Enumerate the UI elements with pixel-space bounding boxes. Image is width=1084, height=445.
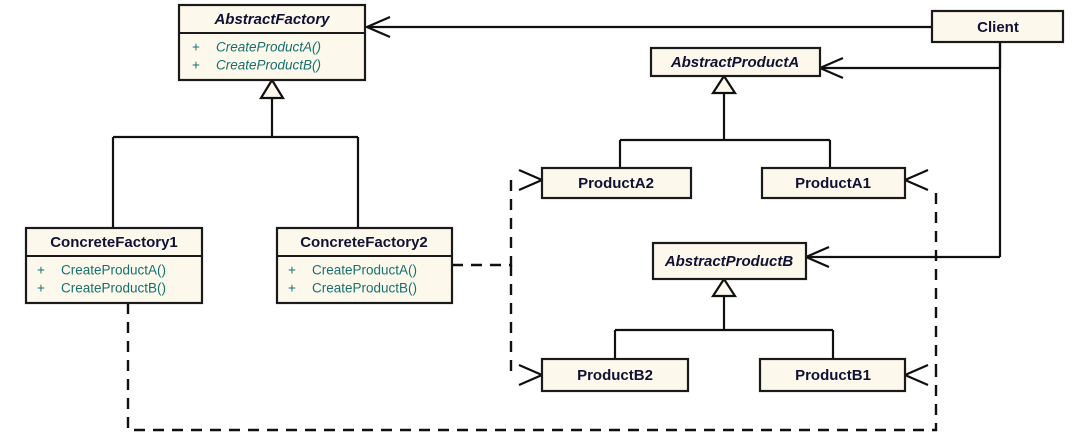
generalization-factories[interactable] — [111, 77, 360, 228]
operation-visibility: + — [37, 281, 45, 296]
class-title-product-a2: ProductA2 — [578, 175, 654, 192]
operation-signature: CreateProductB() — [312, 281, 417, 296]
operation-visibility: + — [288, 281, 296, 296]
connector-layer — [111, 15, 1002, 432]
operation-visibility: + — [37, 263, 45, 278]
class-title-concrete-factory-2: ConcreteFactory2 — [300, 234, 428, 251]
class-product-a1[interactable]: ProductA1 — [760, 166, 907, 200]
class-title-abstract-product-a: AbstractProductA — [670, 54, 799, 71]
class-title-product-a1: ProductA1 — [795, 175, 871, 192]
generalization-product-b[interactable] — [613, 276, 835, 359]
class-abstract-factory[interactable]: AbstractFactory + CreateProductA() + Cre… — [177, 3, 367, 82]
operation-visibility: + — [288, 263, 296, 278]
class-title-product-b1: ProductB1 — [795, 367, 871, 384]
dependency-factory2-products[interactable] — [452, 168, 545, 387]
class-title-product-b2: ProductB2 — [577, 367, 653, 384]
operation-visibility: + — [192, 58, 200, 73]
class-title-concrete-factory-1: ConcreteFactory1 — [50, 234, 178, 251]
class-product-b1[interactable]: ProductB1 — [758, 357, 907, 393]
operation-visibility: + — [192, 40, 200, 55]
operation-signature: CreateProductB() — [61, 281, 166, 296]
operation-signature: CreateProductB() — [216, 58, 321, 73]
class-product-b2[interactable]: ProductB2 — [540, 357, 690, 393]
class-abstract-product-a[interactable]: AbstractProductA — [649, 46, 822, 78]
class-concrete-factory-2[interactable]: ConcreteFactory2 + CreateProductA() + Cr… — [275, 226, 454, 305]
class-abstract-product-b[interactable]: AbstractProductB — [651, 241, 808, 281]
class-title-abstract-factory: AbstractFactory — [213, 11, 330, 28]
operation-signature: CreateProductA() — [312, 263, 417, 278]
class-title-client: Client — [977, 19, 1019, 36]
operation-signature: CreateProductA() — [216, 40, 321, 55]
class-client[interactable]: Client — [930, 9, 1065, 44]
operation-signature: CreateProductA() — [61, 263, 166, 278]
generalization-product-a[interactable] — [618, 73, 832, 168]
class-title-abstract-product-b: AbstractProductB — [664, 253, 794, 270]
assoc-client-abstractfactory[interactable] — [364, 15, 932, 39]
class-concrete-factory-1[interactable]: ConcreteFactory1 + CreateProductA() + Cr… — [24, 226, 204, 305]
assoc-client-abstractproducta[interactable] — [817, 42, 1002, 80]
class-product-a2[interactable]: ProductA2 — [540, 166, 693, 200]
